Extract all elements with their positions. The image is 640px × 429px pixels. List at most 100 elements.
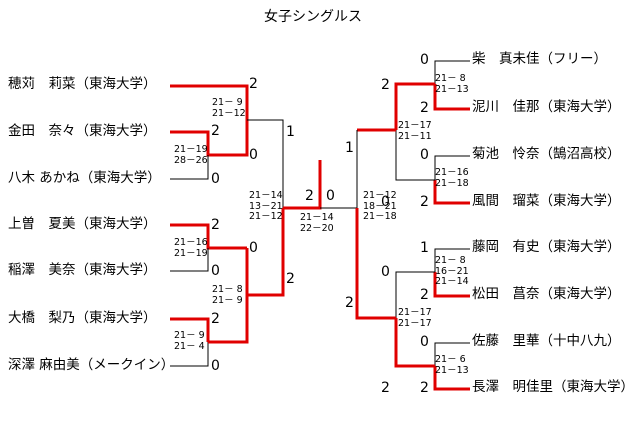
player-team: （東海大学） <box>553 379 634 395</box>
set-count: 1 <box>420 240 429 256</box>
left-player-7: 深澤 麻由美（メークイン） <box>8 357 175 373</box>
left-player-5: 稲澤 美奈（東海大学） <box>8 262 157 278</box>
player-team: （東海大学） <box>539 239 621 255</box>
player-name: 藤岡 有史 <box>472 239 540 255</box>
bracket-line <box>247 119 284 208</box>
right-player-6: 松田 菖奈（東海大学） <box>472 286 621 302</box>
right-player-2: 泥川 佳那（東海大学） <box>472 99 621 115</box>
bracket-line <box>170 248 209 272</box>
player-team: （東海大学） <box>75 216 157 232</box>
player-team: （フリー） <box>539 51 608 67</box>
bracket-line <box>170 155 209 180</box>
left-player-1: 穂苅 莉菜（東海大学） <box>8 76 157 92</box>
set-count: 0 <box>420 52 429 68</box>
set-count: 1 <box>286 124 295 140</box>
player-name: 菊池 怜奈 <box>472 146 540 162</box>
right-player-7: 佐藤 里華（十中八九） <box>472 333 621 349</box>
set-count: 0 <box>249 240 258 256</box>
player-team: （東海大学） <box>539 193 621 209</box>
player-name: 松田 菖奈 <box>472 286 540 302</box>
left-player-3: 八木 あかね（東海大学） <box>8 170 161 186</box>
win-line <box>433 180 470 205</box>
win-line <box>283 160 322 210</box>
set-count: 0 <box>211 171 220 187</box>
win-line <box>170 223 247 250</box>
win-line <box>355 208 396 320</box>
player-name: 深澤 麻由美 <box>8 357 80 373</box>
set-count: 2 <box>211 123 220 139</box>
set-count: 2 <box>211 311 220 327</box>
right-player-3: 菊池 怜奈（鵠沼高校） <box>472 146 621 162</box>
win-line <box>433 366 470 391</box>
right-player-4: 風間 瑠菜（東海大学） <box>472 193 621 209</box>
set-count: 0 <box>211 358 220 374</box>
player-team: （東海大学） <box>75 310 157 326</box>
player-team: （東海大学） <box>79 170 161 186</box>
set-count: 2 <box>211 217 220 233</box>
win-line <box>394 82 435 130</box>
bracket-line <box>434 248 470 272</box>
win-line <box>170 84 249 120</box>
player-team: （東海大学） <box>75 262 157 278</box>
left-player-6: 大橋 梨乃（東海大学） <box>8 310 157 326</box>
player-name: 上曽 夏美 <box>8 216 76 232</box>
player-team: （東海大学） <box>75 123 157 139</box>
player-team: （東海大学） <box>539 286 621 302</box>
player-team: （メークイン） <box>79 357 175 373</box>
bracket-line <box>434 155 470 180</box>
final-set-count-left: 2 <box>305 188 314 204</box>
left-player-4: 上曽 夏美（東海大学） <box>8 216 157 232</box>
player-team: （東海大学） <box>539 99 621 115</box>
player-name: 長澤 明佳里 <box>472 379 553 395</box>
player-team: （東海大学） <box>75 76 157 92</box>
set-count: 2 <box>420 194 429 210</box>
player-name: 稲澤 美奈 <box>8 262 76 278</box>
set-count: 2 <box>420 380 429 396</box>
left-player-2: 金田 奈々（東海大学） <box>8 123 157 139</box>
set-count: 1 <box>345 140 354 156</box>
set-count: 2 <box>381 380 390 396</box>
win-line <box>433 272 470 298</box>
win-line <box>170 317 210 342</box>
set-count: 0 <box>249 147 258 163</box>
set-count: 2 <box>420 287 429 303</box>
player-name: 大橋 梨乃 <box>8 310 76 326</box>
bracket-line <box>434 342 470 366</box>
right-player-1: 柴 真未佳（フリー） <box>472 51 608 67</box>
bracket-line <box>395 130 435 181</box>
set-count: 2 <box>381 77 390 93</box>
win-line <box>245 208 285 297</box>
set-count: 2 <box>420 100 429 116</box>
player-name: 金田 奈々 <box>8 123 76 139</box>
win-line <box>433 84 470 111</box>
player-name: 柴 真未佳 <box>472 51 540 67</box>
page-title: 女子シングルス <box>264 9 362 25</box>
set-count: 2 <box>249 76 258 92</box>
player-name: 佐藤 里華 <box>472 333 540 349</box>
set-count: 0 <box>381 264 390 280</box>
player-team: （鵠沼高校） <box>539 146 621 162</box>
right-player-5: 藤岡 有史（東海大学） <box>472 239 621 255</box>
right-player-8: 長澤 明佳里（東海大学） <box>472 379 634 395</box>
final-set-count-right: 0 <box>326 188 335 204</box>
set-count: 0 <box>420 334 429 350</box>
player-name: 八木 あかね <box>8 170 80 186</box>
set-count: 2 <box>345 295 354 311</box>
set-count: 0 <box>211 263 220 279</box>
